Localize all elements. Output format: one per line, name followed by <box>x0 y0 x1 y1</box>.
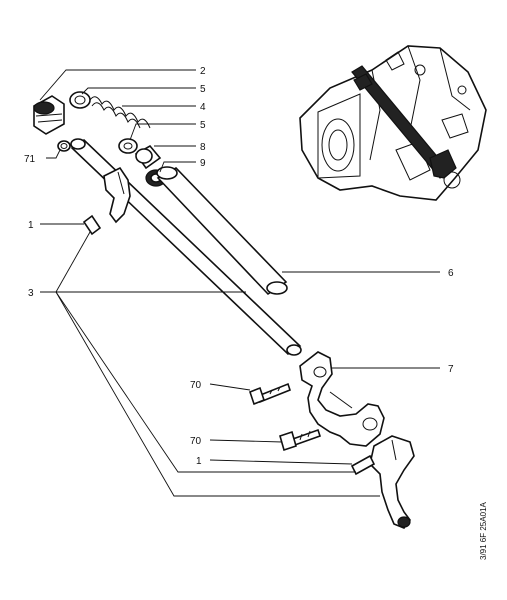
reference-code: 3/91 6F 25A01A <box>479 502 488 560</box>
callout-3: 3 <box>28 288 34 299</box>
callout-1-lower: 1 <box>196 456 202 467</box>
spring-part-4 <box>89 96 151 129</box>
sleeve-part-8 <box>134 144 162 170</box>
guide-tube-part-6 <box>156 166 288 296</box>
callout-7: 7 <box>448 364 454 375</box>
bolt-part-70b <box>279 428 322 452</box>
callout-1-upper: 1 <box>28 220 34 231</box>
callout-70-upper: 70 <box>190 380 202 391</box>
bush-part-2 <box>33 95 65 135</box>
lever-bracket-part-7 <box>299 351 385 447</box>
callout-9: 9 <box>200 158 206 169</box>
small-ring-part-71 <box>57 140 71 152</box>
seal-ring-part-5a <box>69 91 91 109</box>
callout-4: 4 <box>200 102 206 113</box>
roll-pin-part-1b <box>350 454 376 476</box>
seal-ring-part-5b <box>118 138 138 154</box>
callout-5-lower: 5 <box>200 120 206 131</box>
callout-70-lower: 70 <box>190 436 202 447</box>
callout-8: 8 <box>200 142 206 153</box>
selector-shaft-part-3 <box>70 138 302 356</box>
bolt-part-70a <box>249 382 291 406</box>
callout-6: 6 <box>448 268 454 279</box>
roll-pin-part-1a <box>82 214 102 236</box>
selector-lever-arm <box>369 435 415 529</box>
leader-lines <box>39 69 440 497</box>
callout-labels: 2 5 4 5 8 9 71 1 3 6 7 70 70 1 <box>24 66 454 467</box>
callout-5-upper: 5 <box>200 84 206 95</box>
gearbox-inset-illustration <box>299 45 487 201</box>
callout-2: 2 <box>200 66 206 77</box>
callout-71: 71 <box>24 154 36 165</box>
